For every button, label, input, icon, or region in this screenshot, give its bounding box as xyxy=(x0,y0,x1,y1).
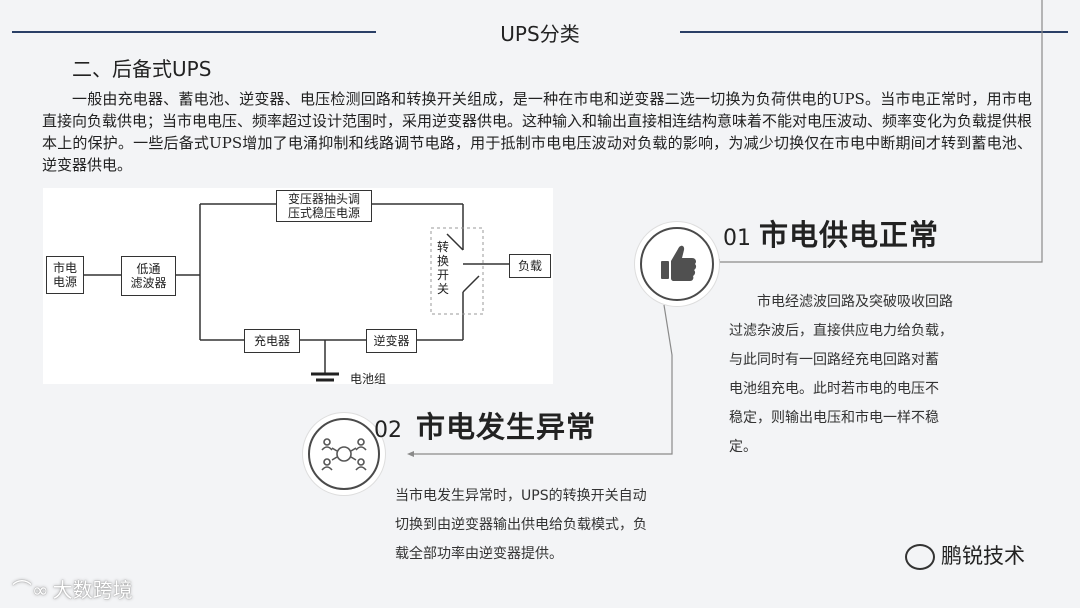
card1-line: 与此同时有一回路经充电回路对蓄 xyxy=(729,352,939,368)
page-title: UPS分类 xyxy=(500,22,580,46)
card1-line: 电池组充电。此时若市电的电压不 xyxy=(729,381,939,397)
thumbs-up-icon xyxy=(661,245,697,281)
load-block: 负载 xyxy=(509,254,551,278)
intro-paragraph: 一般由充电器、蓄电池、逆变器、电压检测回路和转换开关组成，是一种在市电和逆变器二… xyxy=(42,90,1033,174)
wechat-icon xyxy=(905,544,935,570)
watermark-right: 鹏锐技术 xyxy=(905,540,1025,570)
card2-title: 02 市电发生异常 xyxy=(374,404,596,446)
card2-line: 载全部功率由逆变器提供。 xyxy=(395,546,563,562)
card1-line: 稳定，则输出电压和市电一样不稳 xyxy=(729,410,939,426)
brand-logo-icon: ⌒∞ xyxy=(12,578,49,602)
card1-title-text: 市电供电正常 xyxy=(759,218,940,252)
transfer-switch-label: 转 换 开 关 xyxy=(436,240,449,296)
charger-block: 充电器 xyxy=(244,329,300,353)
watermark-right-text: 鹏锐技术 xyxy=(941,544,1025,568)
card1-icon-circle xyxy=(640,227,714,301)
card1-body: 市电经滤波回路及突破吸收回路 过滤杂波后，直接供应电力给负载， 与此同时有一回路… xyxy=(729,288,953,462)
battery-label: 电池组 xyxy=(350,372,387,386)
card2-icon-circle xyxy=(308,418,380,490)
watermark-left-text: 大数跨境 xyxy=(52,578,133,602)
card1-line: 过滤杂波后，直接供应电力给负载， xyxy=(729,323,953,339)
card1-line: 定。 xyxy=(729,439,757,455)
inverter-block: 逆变器 xyxy=(366,329,417,353)
card1-line: 市电经滤波回路及突破吸收回路 xyxy=(757,294,953,310)
card2-line: 切换到由逆变器输出供电给负载模式，负 xyxy=(395,517,647,533)
watermark-left: ⌒∞大数跨境 xyxy=(12,574,133,603)
regulator-block: 变压器抽头调 压式稳压电源 xyxy=(276,190,372,222)
card1-number: 01 xyxy=(723,226,751,251)
network-users-icon xyxy=(321,438,367,471)
card2-line: 当市电发生异常时，UPS的转换开关自动 xyxy=(395,488,647,504)
ups-block-diagram: 市电 电源 低通 滤波器 变压器抽头调 压式稳压电源 转 换 开 关 负载 充电… xyxy=(43,188,553,386)
mains-source-block: 市电 电源 xyxy=(46,256,84,294)
card2-number: 02 xyxy=(374,418,402,443)
card1-title: 01 市电供电正常 xyxy=(723,212,939,254)
title-rule-left xyxy=(12,31,376,33)
card2-body: 当市电发生异常时，UPS的转换开关自动 切换到由逆变器输出供电给负载模式，负 载… xyxy=(395,482,647,569)
card2-title-text: 市电发生异常 xyxy=(416,410,597,444)
section-heading: 二、后备式UPS xyxy=(72,57,212,81)
lowpass-filter-block: 低通 滤波器 xyxy=(121,256,176,296)
